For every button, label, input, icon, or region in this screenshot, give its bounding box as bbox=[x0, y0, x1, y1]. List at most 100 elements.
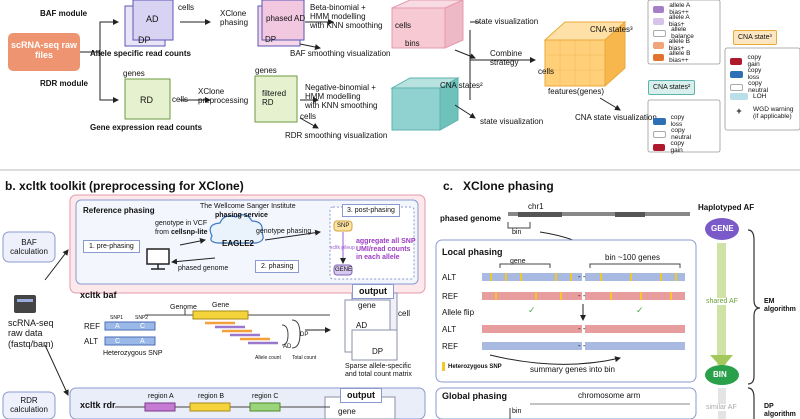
bin-label-c2: bin bbox=[512, 408, 522, 415]
allele-c-1: C bbox=[140, 323, 146, 330]
het-snp-label-c: Heterozygous SNP bbox=[448, 364, 502, 370]
rd-matrix bbox=[124, 78, 171, 120]
ellipsis-4: - - bbox=[578, 341, 586, 350]
bin-node bbox=[705, 365, 739, 385]
post-phasing-step: 3. post-phasing bbox=[342, 204, 400, 217]
filtered-rd-label: filtered RD bbox=[262, 89, 287, 107]
legend-cna3-title: CNA state³ bbox=[733, 30, 777, 45]
legend-item: allele balance bbox=[653, 26, 699, 40]
ellipsis-1: - - bbox=[578, 272, 586, 281]
allele-a-2: A bbox=[140, 338, 145, 345]
ellipsis-3: - - bbox=[578, 324, 586, 333]
phasing-service-label: phasing service bbox=[215, 212, 268, 219]
pre-phasing-step: 1. pre-phasing bbox=[83, 240, 140, 253]
features-genes-label: features(genes) bbox=[548, 87, 605, 96]
alt-label-c2: ALT bbox=[442, 325, 457, 334]
gene-block bbox=[192, 310, 249, 320]
baf-cube bbox=[391, 0, 464, 49]
state-vis-label-2: state visualization bbox=[480, 117, 544, 126]
gene-node-label: GENE bbox=[711, 224, 734, 233]
ref-label-c2: REF bbox=[442, 342, 458, 351]
filtered-rd-matrix bbox=[254, 75, 298, 123]
monitor-icon bbox=[146, 248, 170, 265]
legend-item: copy gain bbox=[730, 54, 767, 68]
allele-a-1: A bbox=[115, 323, 120, 330]
ref-label-b: REF bbox=[84, 322, 100, 331]
sparse-label: Sparse allele-specific and total count m… bbox=[345, 363, 412, 379]
cells-label-3: cells bbox=[300, 112, 317, 121]
genes-label-1: genes bbox=[123, 69, 145, 78]
raw-files-box bbox=[8, 33, 80, 71]
cells-label-4: cells bbox=[538, 67, 555, 76]
legend-item: copy loss bbox=[653, 114, 690, 128]
local-phasing-title: Local phasing bbox=[442, 247, 503, 257]
gene-label-c: gene bbox=[510, 258, 526, 265]
ad-label: AD bbox=[146, 14, 159, 24]
snp1-label: SNP1 bbox=[110, 315, 124, 321]
legend-item: copy neutral bbox=[653, 127, 696, 141]
gene-expr-label: Gene expression read counts bbox=[90, 123, 203, 132]
genotype-phasing-label: genotype phasing bbox=[256, 228, 312, 235]
panel-c-title: c. XClone phasing bbox=[443, 179, 554, 193]
bin-genes-label: bin ~100 genes bbox=[605, 253, 660, 262]
dp-algo-label: DP algorithm bbox=[764, 403, 796, 419]
gene-label-b: Gene bbox=[212, 302, 230, 309]
pileup-label: xcltk pileup bbox=[330, 245, 355, 251]
combine-label: Combine strategy bbox=[490, 49, 523, 67]
phased-genome-label: phased genome bbox=[178, 265, 229, 272]
legend-item: +WGD warning (if applicable) bbox=[736, 106, 794, 121]
bin-label-c: bin bbox=[512, 229, 522, 236]
cloud-icon bbox=[209, 214, 264, 244]
check-icon-1: ✓ bbox=[528, 305, 536, 315]
shared-af-label: shared AF bbox=[706, 298, 738, 305]
raw-data-label: scRNA-seq raw data (fastq/bam) bbox=[8, 318, 54, 349]
legend-item: allele B bias++ bbox=[653, 50, 696, 64]
total-count-label: Total count bbox=[292, 355, 317, 361]
ref-phasing-title: Reference phasing bbox=[83, 206, 155, 215]
baf-module-label: BAF module bbox=[40, 9, 88, 18]
aggregate-label: aggregate all SNP UMI/read counts in eac… bbox=[356, 238, 416, 262]
out-gene-label-2: gene bbox=[338, 407, 356, 416]
ad-dp-matrix bbox=[124, 0, 174, 47]
ad-label-b: AD bbox=[283, 344, 292, 350]
haplotyped-af-label: Haplotyped AF bbox=[698, 203, 755, 212]
raw-files-label: scRNA-seq raw files bbox=[10, 40, 78, 61]
summary-label: summary genes into bin bbox=[530, 365, 615, 374]
allele-counts-label: Allele specific read counts bbox=[90, 49, 191, 58]
arrow-raw-rdr bbox=[99, 52, 119, 103]
xcltk-baf-label: xcltk baf bbox=[80, 290, 117, 300]
out-gene-label: gene bbox=[358, 301, 376, 310]
output-label: output bbox=[352, 284, 394, 299]
sequencer-icon bbox=[14, 295, 36, 313]
out-dp-label: DP bbox=[372, 347, 384, 356]
ellipsis-2: - - bbox=[578, 291, 586, 300]
legend-cna2-title: CNA states² bbox=[648, 80, 696, 95]
from-cellsnp-label: from cellsnp-lite bbox=[155, 229, 208, 236]
phased-ad-matrix bbox=[257, 0, 305, 47]
phasing-step: 2. phasing bbox=[255, 260, 300, 273]
bb-model-label: Beta-binomial + HMM modelling with KNN s… bbox=[310, 3, 383, 30]
em-label: EM algorithm bbox=[764, 298, 796, 314]
cells-label-2: cells bbox=[172, 95, 189, 104]
phased-ad-label: phased AD bbox=[266, 14, 306, 23]
sanger-label: The Wellcome Sanger Institute bbox=[200, 203, 296, 210]
eagle-label: EAGLE2 bbox=[222, 239, 255, 248]
chrom-arm-label: chromosome arm bbox=[578, 391, 641, 400]
arrow-raw-baf bbox=[80, 19, 119, 53]
panel-b-title: b. xcltk toolkit (preprocessing for XClo… bbox=[5, 179, 244, 193]
rdr-module-label: RDR module bbox=[40, 79, 88, 88]
output-label-2: output bbox=[340, 388, 382, 403]
region-c-label: region C bbox=[252, 393, 279, 400]
dp-label-2: DP bbox=[265, 35, 277, 44]
cells-label-bins: cells bbox=[395, 21, 412, 30]
check-icon-2: ✓ bbox=[636, 305, 644, 315]
gene-node-b: GENE bbox=[335, 267, 353, 273]
legend-item: copy gain bbox=[653, 140, 690, 154]
chr1-label: chr1 bbox=[528, 202, 544, 211]
ref-label-c: REF bbox=[442, 292, 458, 301]
state-vis-label-1: state visualization bbox=[475, 17, 539, 26]
het-snp-label-b: Heterozygous SNP bbox=[103, 350, 163, 357]
cna-states2-cube-label: CNA states² bbox=[440, 81, 483, 90]
region-a-label: region A bbox=[148, 393, 174, 400]
cna-state-vis-label: CNA state visualization bbox=[575, 113, 657, 122]
